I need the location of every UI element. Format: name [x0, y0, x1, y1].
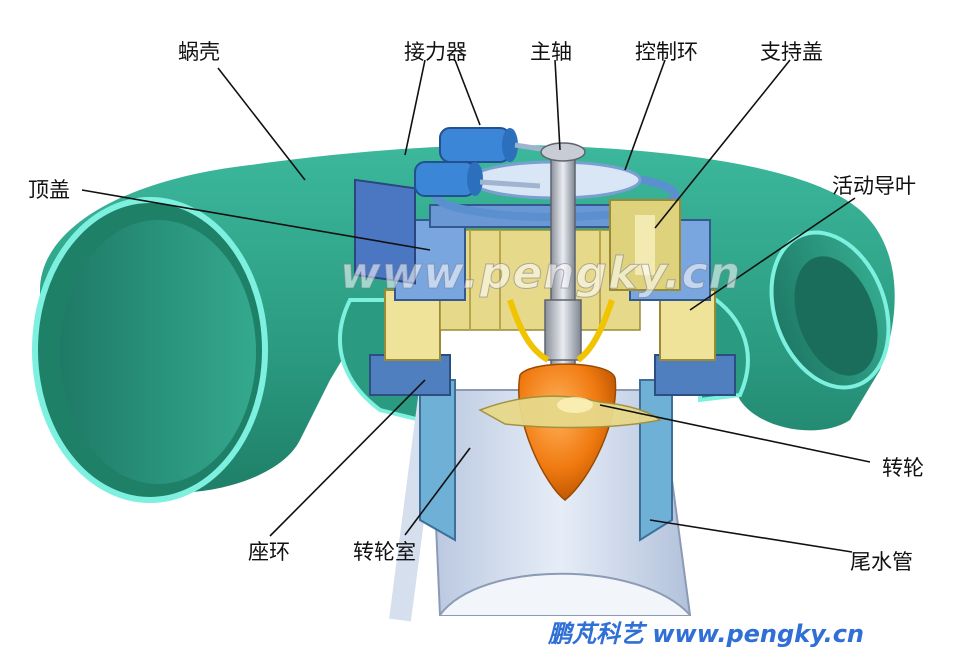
leader-volute — [217, 67, 306, 181]
runner — [478, 363, 662, 501]
leader-head-cover — [81, 189, 431, 251]
stay-ring — [369, 354, 736, 396]
leader-lines — [81, 59, 871, 553]
label-main-shaft: 主轴 — [530, 40, 572, 64]
label-volute: 蜗壳 — [178, 40, 220, 64]
leader-servomotor — [404, 59, 426, 156]
leader-control-ring — [624, 59, 666, 171]
leader-main-shaft — [554, 59, 561, 151]
label-runner-chamber: 转轮室 — [353, 540, 416, 564]
watermark-center: www.pengky.cn — [339, 248, 742, 300]
leader-runner — [599, 404, 871, 463]
guide-vanes — [384, 229, 716, 361]
leader-support-cover — [654, 59, 791, 229]
label-control-ring: 控制环 — [635, 40, 698, 64]
label-guide-vane: 活动导叶 — [832, 174, 916, 198]
label-draft-tube: 尾水管 — [850, 550, 913, 574]
leader-draft-tube — [649, 519, 853, 553]
watermark-bottom: 鹏芃科艺 www.pengky.cn — [548, 620, 865, 648]
main-shaft — [507, 142, 615, 371]
label-support-cover: 支持盖 — [760, 40, 823, 64]
leader-guide-vane — [689, 197, 856, 311]
leader-runner-chamber — [404, 447, 471, 536]
servomotor — [354, 127, 561, 285]
draft-tube — [389, 388, 692, 622]
support-cover — [609, 199, 681, 291]
label-runner: 转轮 — [882, 456, 924, 480]
label-stay-ring: 座环 — [248, 540, 290, 564]
label-head-cover: 顶盖 — [28, 178, 70, 202]
label-servomotor: 接力器 — [404, 40, 467, 64]
leader-stay-ring — [269, 379, 426, 537]
leader-servomotor-2 — [454, 59, 481, 126]
